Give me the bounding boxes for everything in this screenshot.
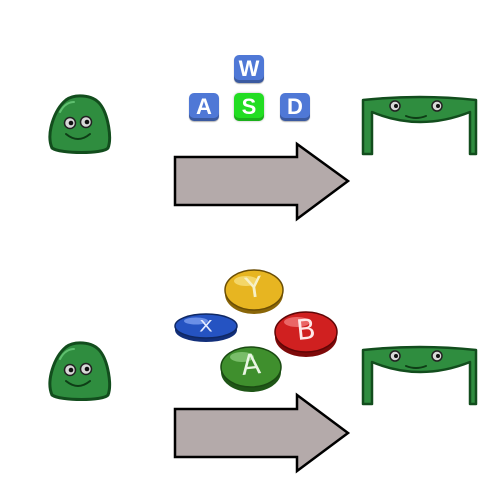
right-arrow-icon [173, 392, 351, 474]
gamepad-button-x[interactable] [174, 313, 238, 342]
blob-character-icon [48, 94, 112, 154]
gamepad-button-a[interactable] [220, 346, 282, 392]
gamepad-scene [48, 269, 478, 474]
key-d[interactable]: D [280, 93, 310, 121]
gamepad-button-b[interactable] [274, 311, 338, 357]
flattened-character-icon [361, 95, 478, 156]
keyboard-panel: W A S D [48, 55, 478, 222]
key-s[interactable]: S [234, 93, 264, 121]
right-arrow-icon [173, 141, 351, 222]
flattened-character-icon [361, 345, 478, 406]
gamepad-button-y[interactable] [224, 269, 284, 314]
blob-character-icon [48, 341, 112, 401]
gamepad-panel: Y X B A [0, 250, 500, 500]
keyboard-scene [48, 94, 478, 222]
key-w[interactable]: W [234, 55, 264, 83]
key-a[interactable]: A [189, 93, 219, 121]
